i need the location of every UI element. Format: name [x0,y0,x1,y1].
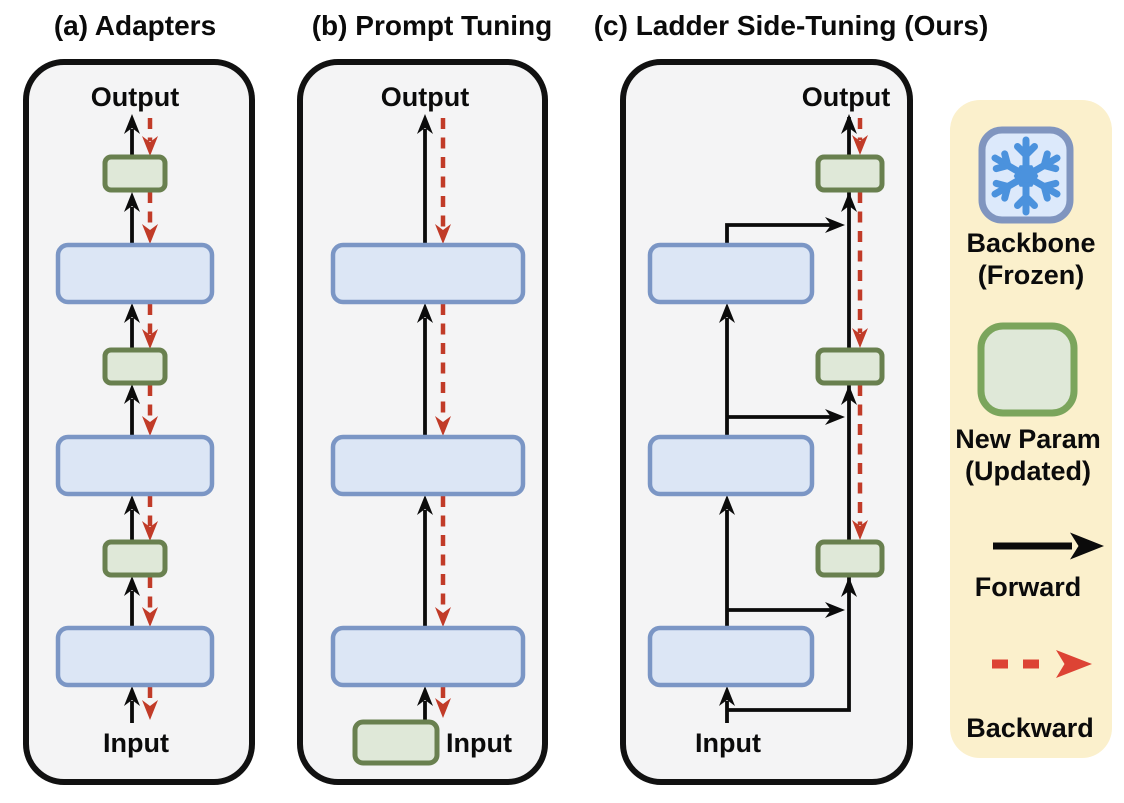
backbone-block [55,625,215,688]
legend-backbone-label-2: (Frozen) [978,260,1084,290]
input-label: Input [695,728,761,758]
side-network-line [727,117,851,712]
side-block [815,347,885,386]
snowflake-icon [991,136,1061,216]
output-label: Output [802,82,890,112]
forward-arrows-a [124,114,140,723]
panel-b-frame [297,59,548,785]
backward-arrows-a [142,118,158,720]
backbone-block [55,242,215,305]
legend-new-param-label-2: (Updated) [965,456,1091,486]
panel-c-frame [620,59,913,785]
forward-arrow-sample [993,532,1104,560]
output-label: Output [381,82,469,112]
side-block [815,154,885,193]
adapter-block [102,347,168,386]
forward-arrows-b [417,114,433,721]
legend: Backbone (Frozen) New Param (Updated) Fo… [950,100,1112,758]
backbone-block [330,625,526,688]
panel-a-adapters: Output Input [23,59,255,785]
backward-arrows-c [852,118,868,540]
panel-c-title: (c) Ladder Side-Tuning (Ours) [594,10,989,41]
new-param-swatch [977,322,1078,417]
legend-backbone-label: Backbone [966,228,1095,258]
panel-a-frame [23,59,255,785]
backbone-block [330,434,526,497]
backbone-block [55,434,215,497]
input-label: Input [103,728,169,758]
legend-backward-label: Backward [966,713,1094,743]
side-block [815,539,885,578]
forward-arrows-c [719,114,857,723]
legend-background [950,100,1112,758]
backbone-block [330,242,526,305]
output-label: Output [91,82,179,112]
legend-new-param-label: New Param [955,424,1101,454]
backbone-block [647,242,815,305]
backward-arrows-b [435,118,451,718]
panel-b-title: (b) Prompt Tuning [312,10,553,41]
adapter-block [102,539,168,578]
panel-c-ladder-side-tuning: Output Input [620,59,913,785]
backbone-block [647,434,815,497]
adapter-block [102,154,168,193]
panel-b-prompt-tuning: Output Input [297,59,548,785]
panel-a-title: (a) Adapters [54,10,216,41]
prompt-block [352,719,440,766]
legend-forward-label: Forward [975,572,1082,602]
backward-arrow-sample [992,650,1092,678]
input-label: Input [446,728,512,758]
backbone-block [647,625,815,688]
